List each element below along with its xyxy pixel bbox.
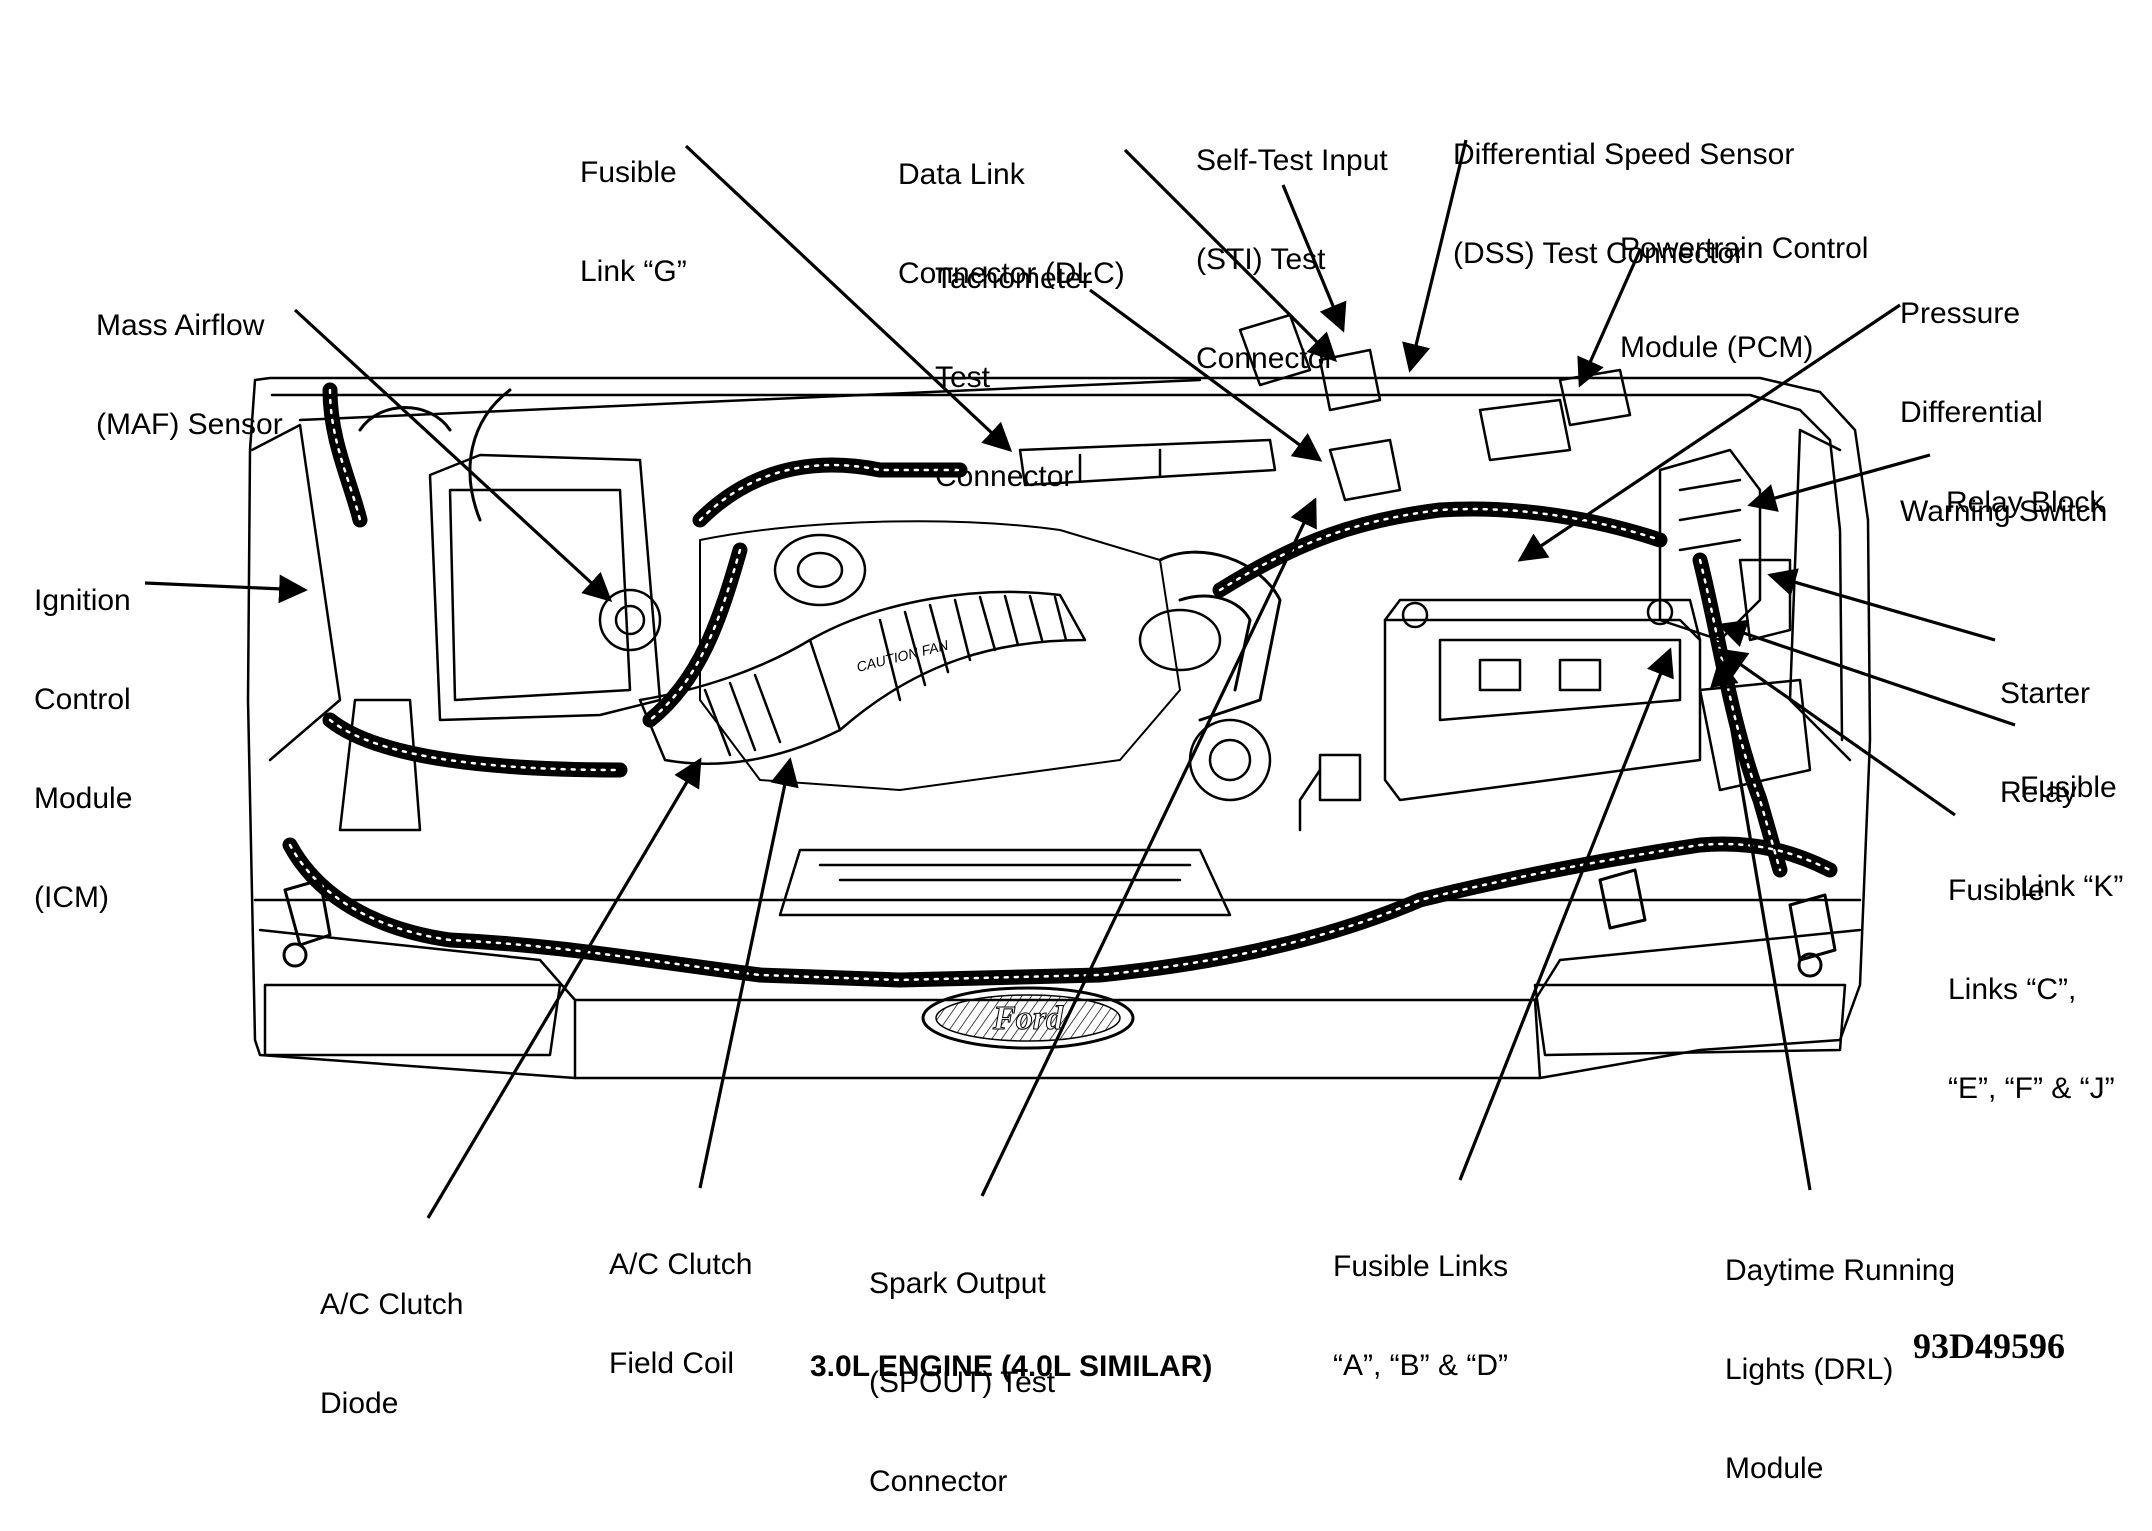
- label-line: Differential: [1900, 396, 2043, 429]
- label-line: Links “C”,: [1948, 973, 2077, 1006]
- label-line: (ICM): [34, 881, 109, 914]
- label-fusible-links-abd: Fusible Links “A”, “B” & “D”: [1333, 1184, 1508, 1415]
- figure-caption: 3.0L ENGINE (4.0L SIMILAR): [810, 1350, 1213, 1383]
- leader-sti: [1281, 184, 1347, 333]
- leader-pressure-switch: [1517, 303, 1901, 562]
- hoses: [358, 388, 1282, 722]
- label-sti: Self-Test Input (STI) Test Connector: [1196, 78, 1388, 408]
- label-line: Warning Switch: [1900, 495, 2108, 528]
- engine-diagram: CAUTION FAN Ford Fusible Link “G” Data L…: [34, 72, 2123, 1498]
- label-dlc: Data Link Connector (DLC): [898, 92, 1125, 323]
- label-line: Relay: [2000, 776, 2077, 809]
- label-line: Fusible: [1948, 874, 2045, 907]
- label-icm: Ignition Control Module (ICM): [34, 518, 132, 947]
- leader-dss: [1402, 139, 1468, 373]
- leader-starter-relay: [1767, 568, 1996, 642]
- label-line: Module: [34, 782, 133, 815]
- leader-relay-block: [1747, 453, 1931, 512]
- label-line: Lights (DRL): [1725, 1353, 1894, 1386]
- label-line: (DSS) Test Connector: [1453, 237, 1745, 270]
- relay-block-assembly: [1658, 448, 1812, 792]
- label-line: Control: [34, 683, 131, 716]
- leader-lines: [144, 139, 2016, 1219]
- engine-compartment-illustration: CAUTION FAN Ford: [144, 139, 2016, 1219]
- engine-block: [699, 520, 1362, 832]
- label-line: Connector: [1196, 342, 1335, 375]
- radiator-support: [778, 848, 1232, 917]
- label-ac-clutch-diode: A/C Clutch Diode: [320, 1222, 463, 1453]
- battery: [1383, 598, 1702, 802]
- label-pressure-switch: Pressure Differential Warning Switch: [1900, 231, 2107, 561]
- label-line: Pressure: [1900, 297, 2021, 330]
- headlamp-connectors: [282, 868, 1837, 978]
- label-line: (MAF) Sensor: [96, 408, 283, 441]
- label-line: Link “K”: [2020, 870, 2124, 903]
- leader-icm: [144, 574, 308, 604]
- label-starter-relay: Starter Relay: [2000, 611, 2090, 842]
- label-pcm: Powertrain Control Module (PCM): [1620, 166, 1868, 397]
- label-line: Data Link: [898, 158, 1025, 191]
- leader-spout: [980, 497, 1317, 1197]
- label-line: Mass Airflow: [96, 309, 265, 342]
- leader-fusible-links-abd: [1458, 647, 1674, 1181]
- leader-fusible-links-cefj: [1717, 648, 1956, 817]
- label-line: Fusible Links: [1333, 1250, 1509, 1283]
- air-intake-tube: [638, 590, 1087, 765]
- label-line: (STI) Test: [1196, 243, 1326, 276]
- label-fusible-link-g: Fusible Link “G”: [580, 90, 687, 321]
- figure-number: 93D49596: [1913, 1326, 2065, 1366]
- leader-pcm: [1577, 249, 1642, 388]
- label-line: Daytime Running: [1725, 1254, 1956, 1287]
- leader-dlc: [1123, 148, 1338, 363]
- leader-drl: [1710, 657, 1812, 1191]
- air-cleaner-assembly: [338, 453, 662, 832]
- label-line: Relay Block: [1946, 486, 2105, 519]
- label-line: Fusible: [580, 156, 677, 189]
- vehicle-body-outline: [246, 376, 1872, 1080]
- label-fusible-link-k: Fusible Link “K”: [2020, 705, 2123, 936]
- leader-tach: [1089, 288, 1323, 462]
- label-line: Powertrain Control: [1620, 232, 1869, 265]
- label-ac-clutch-field-coil: A/C Clutch Field Coil: [609, 1182, 752, 1413]
- label-line: A/C Clutch: [609, 1248, 753, 1281]
- label-fusible-links-cefj: Fusible Links “C”, “E”, “F” & “J”: [1948, 808, 2115, 1138]
- label-line: Tachometer: [935, 262, 1092, 295]
- label-line: A/C Clutch: [320, 1288, 464, 1321]
- label-maf: Mass Airflow (MAF) Sensor: [96, 243, 283, 474]
- label-relay-block: Relay Block: [1946, 420, 2104, 552]
- label-line: Field Coil: [609, 1347, 735, 1380]
- label-line: Starter: [2000, 677, 2091, 710]
- label-line: Ignition: [34, 584, 131, 617]
- label-line: “E”, “F” & “J”: [1948, 1072, 2115, 1105]
- label-line: Link “G”: [580, 255, 687, 288]
- leader-maf: [293, 308, 613, 602]
- leader-ac-clutch-field-coil: [698, 757, 799, 1189]
- label-line: Module (PCM): [1620, 331, 1814, 364]
- label-dss: Differential Speed Sensor (DSS) Test Con…: [1453, 72, 1794, 303]
- leader-fusible-link-k: [1717, 619, 2016, 727]
- label-tachometer: Tachometer Test Connector: [935, 196, 1092, 526]
- leader-ac-clutch-diode: [426, 757, 702, 1219]
- label-line: Self-Test Input: [1196, 144, 1388, 177]
- emblem-text: Ford: [992, 1000, 1064, 1037]
- label-line: Connector: [935, 460, 1074, 493]
- label-line: (SPOUT) Test: [869, 1366, 1056, 1399]
- label-line: Differential Speed Sensor: [1453, 138, 1795, 171]
- label-line: Diode: [320, 1387, 399, 1420]
- label-line: “A”, “B” & “D”: [1333, 1349, 1508, 1382]
- label-line: Connector (DLC): [898, 257, 1125, 290]
- label-line: Connector: [869, 1465, 1008, 1498]
- label-line: Spark Output: [869, 1267, 1046, 1300]
- label-line: Fusible: [2020, 771, 2117, 804]
- label-line: Test: [935, 361, 991, 394]
- leader-fusible-link-g: [684, 144, 1013, 452]
- label-line: Module: [1725, 1452, 1824, 1485]
